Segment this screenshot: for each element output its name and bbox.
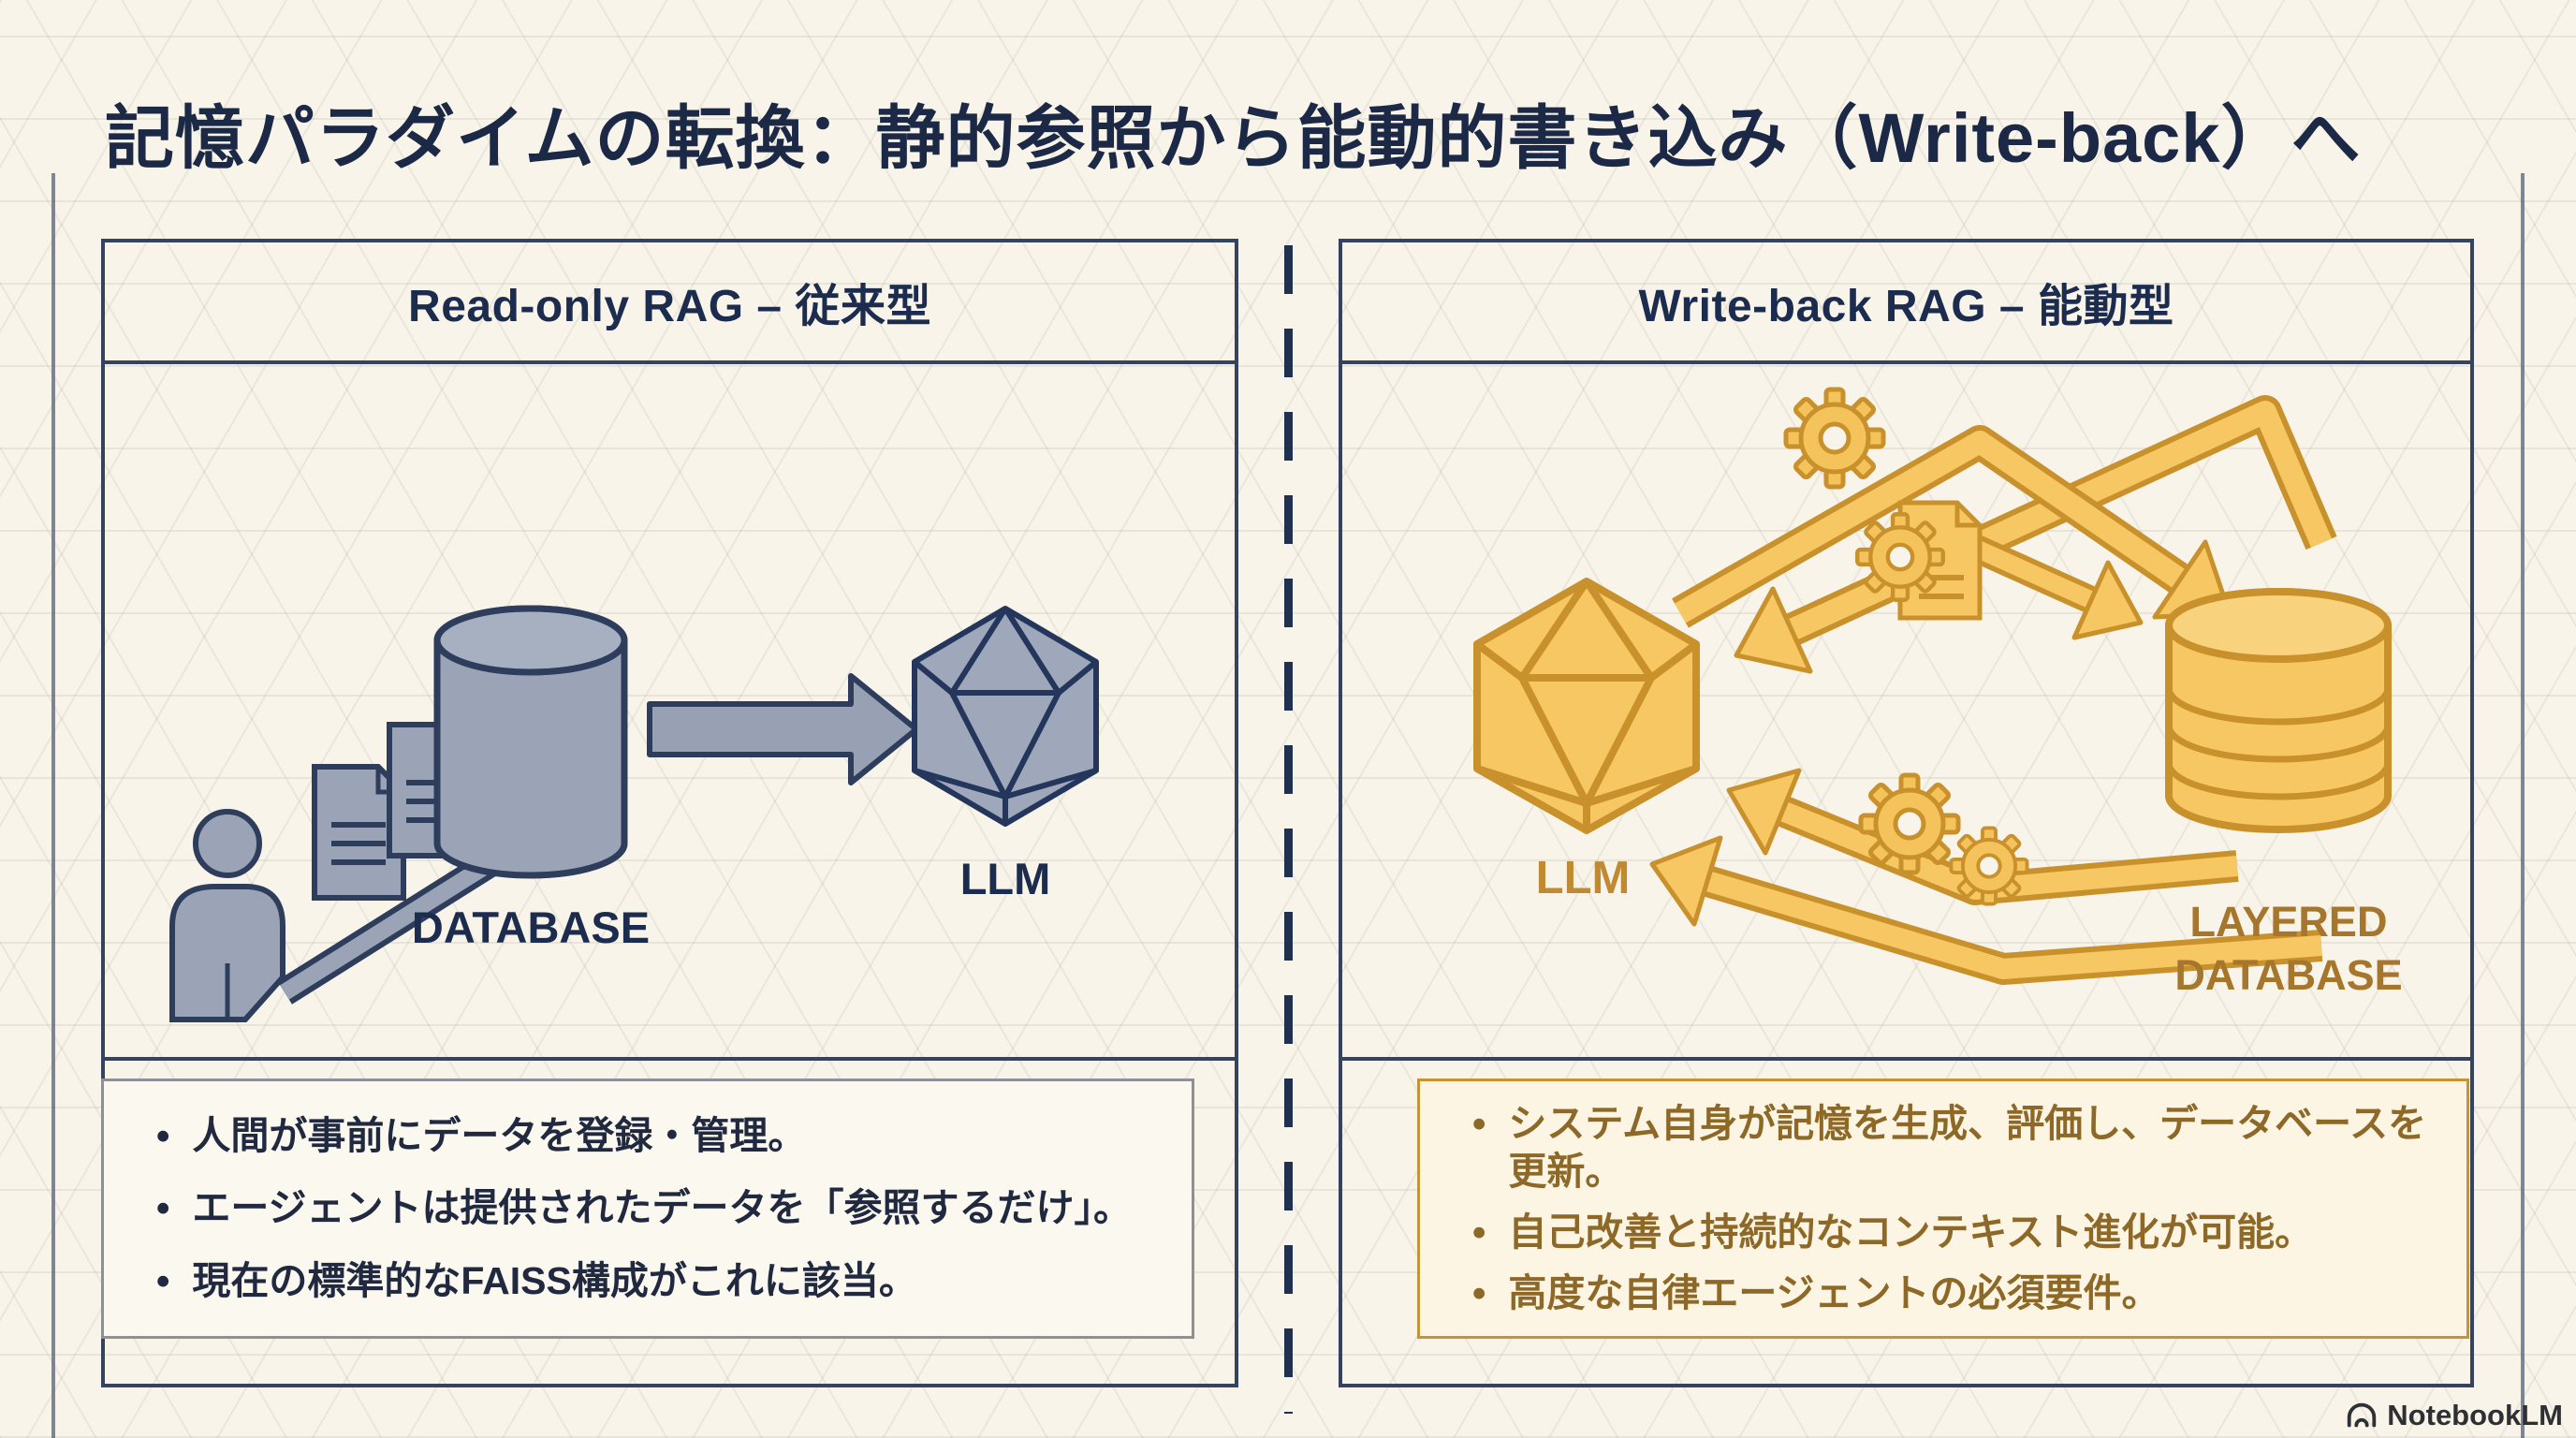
read-only-rag-header: Read-only RAG – 従来型 bbox=[105, 242, 1235, 364]
bullet-text: 人間が事前にデータを登録・管理。 bbox=[192, 1113, 807, 1157]
retrieval-arrow-icon bbox=[647, 673, 919, 785]
write-back-bullet-box: • システム自身が記憶を生成、評価し、データベースを更新。 • 自己改善と持続的… bbox=[1417, 1078, 2469, 1339]
notebooklm-logo-icon bbox=[2348, 1402, 2377, 1428]
bullet-item: • 現在の標準的なFAISS構成がこれに該当。 bbox=[156, 1257, 1164, 1305]
bullet-dot: • bbox=[156, 1113, 170, 1157]
write-arrow-icon bbox=[1672, 425, 2232, 628]
bullet-text: システム自身が記憶を生成、評価し、データベースを更新。 bbox=[1508, 1101, 2427, 1193]
llm-label: LLM bbox=[960, 854, 1051, 903]
read-only-rag-diagram: DATABASE LLM bbox=[105, 364, 1235, 1061]
gear-icon bbox=[1861, 775, 1958, 873]
write-back-rag-footer: • システム自身が記憶を生成、評価し、データベースを更新。 • 自己改善と持続的… bbox=[1342, 1061, 2470, 1387]
bullet-text: 現在の標準的なFAISS構成がこれに該当。 bbox=[192, 1259, 917, 1303]
left-margin-line bbox=[51, 173, 55, 1438]
bullet-text: 高度な自律エージェントの必須要件。 bbox=[1508, 1271, 2160, 1314]
bullet-dot: • bbox=[1472, 1271, 1486, 1314]
bullet-item: • 高度な自律エージェントの必須要件。 bbox=[1472, 1269, 2438, 1317]
llm-label: LLM bbox=[1536, 853, 1631, 903]
gear-icon bbox=[1857, 514, 1943, 600]
database-icon bbox=[433, 605, 628, 879]
bullet-item: • システム自身が記憶を生成、評価し、データベースを更新。 bbox=[1472, 1100, 2438, 1196]
write-back-rag-panel: Write-back RAG – 能動型 bbox=[1339, 239, 2474, 1387]
layered-database-label-line1: LAYERED bbox=[2190, 898, 2388, 946]
brand-name: NotebookLM bbox=[2387, 1399, 2563, 1431]
llm-icon bbox=[912, 606, 1099, 827]
read-only-rag-panel: Read-only RAG – 従来型 bbox=[101, 239, 1238, 1387]
layered-database-icon bbox=[2165, 588, 2392, 833]
bullet-item: • エージェントは提供されたデータを「参照するだけ」。 bbox=[156, 1184, 1164, 1232]
panel-divider-dashed-line bbox=[1284, 245, 1293, 1414]
bullet-dot: • bbox=[1472, 1101, 1486, 1145]
read-only-rag-footer: • 人間が事前にデータを登録・管理。 • エージェントは提供されたデータを「参照… bbox=[101, 1061, 1235, 1387]
bullet-item: • 人間が事前にデータを登録・管理。 bbox=[156, 1112, 1164, 1160]
read-only-diagram-svg: DATABASE LLM bbox=[169, 605, 1099, 1022]
bullet-dot: • bbox=[156, 1186, 170, 1230]
bullet-text: エージェントは提供されたデータを「参照するだけ」。 bbox=[192, 1186, 1133, 1230]
brand-footer: NotebookLM bbox=[2344, 1399, 2563, 1432]
read-only-bullet-box: • 人間が事前にデータを登録・管理。 • エージェントは提供されたデータを「参照… bbox=[101, 1078, 1194, 1339]
write-back-rag-header: Write-back RAG – 能動型 bbox=[1342, 242, 2470, 364]
right-margin-line bbox=[2521, 173, 2525, 1438]
write-back-rag-diagram: LLM LAYERED DATABASE bbox=[1342, 364, 2470, 1061]
bullet-text: 自己改善と持続的なコンテキスト進化が可能。 bbox=[1508, 1211, 2314, 1254]
layered-database-label-line2: DATABASE bbox=[2174, 951, 2402, 999]
bullet-dot: • bbox=[1472, 1211, 1486, 1254]
update-arrow-icon bbox=[1649, 835, 2323, 985]
bullet-item: • 自己改善と持続的なコンテキスト進化が可能。 bbox=[1472, 1209, 2438, 1256]
gear-icon bbox=[1949, 826, 2029, 906]
write-back-diagram-svg: LLM LAYERED DATABASE bbox=[1473, 364, 2403, 999]
bullet-dot: • bbox=[156, 1259, 170, 1303]
document-icon bbox=[312, 764, 406, 901]
database-label: DATABASE bbox=[412, 902, 650, 952]
page-title: 記憶パラダイムの転換：静的参照から能動的書き込み（Write-back）へ bbox=[105, 99, 2362, 177]
person-icon bbox=[169, 809, 285, 1022]
llm-icon bbox=[1473, 578, 1700, 834]
gear-icon bbox=[1786, 389, 1883, 487]
